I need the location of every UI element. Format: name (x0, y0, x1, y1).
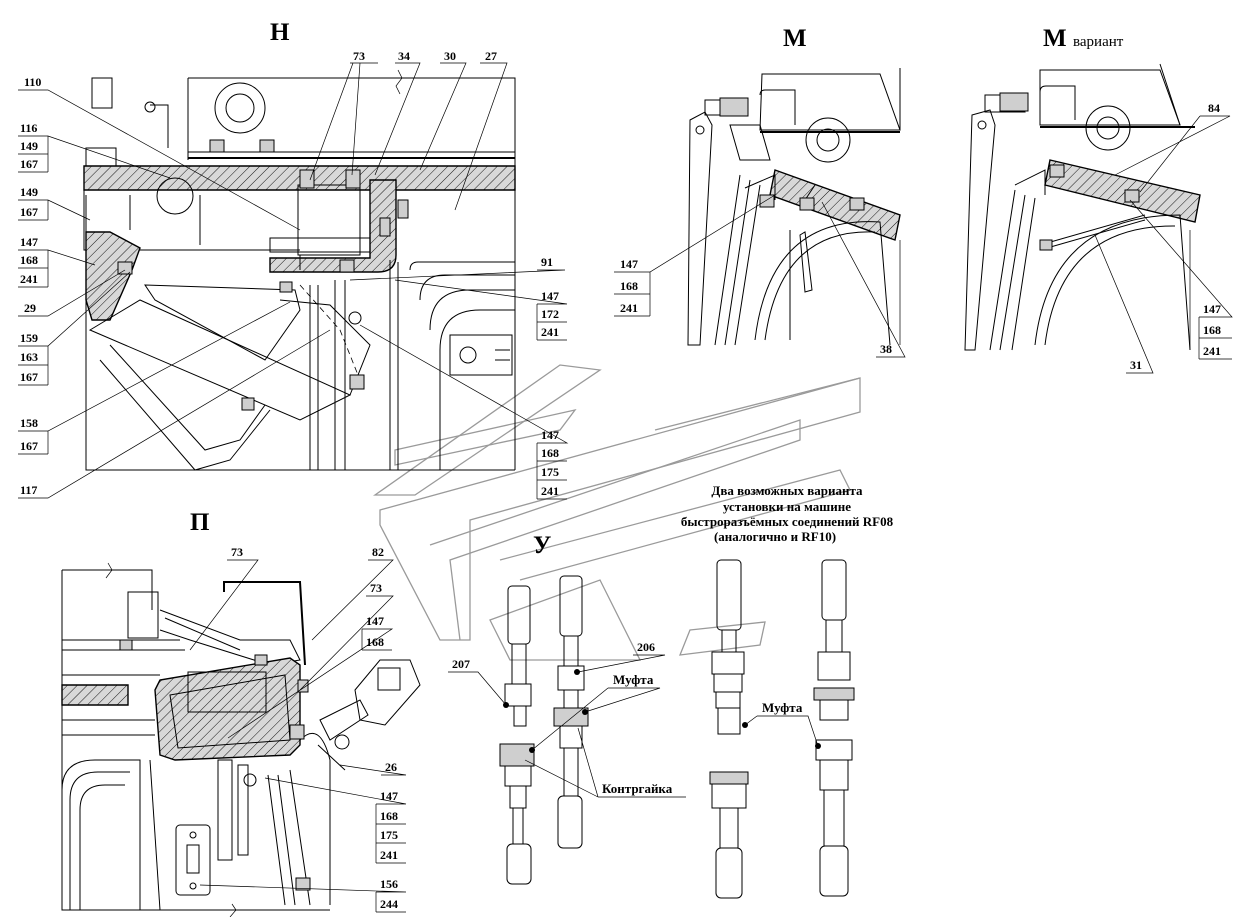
label-167b: 167 (20, 205, 38, 219)
label-p-73b: 73 (370, 581, 382, 595)
label-241b: 241 (541, 325, 559, 339)
view-p-title: П (190, 509, 209, 536)
label-167a: 167 (20, 157, 38, 171)
view-u-title: У (533, 532, 551, 559)
view-m-variant-callouts: 84 147 168 241 31 (1094, 101, 1233, 374)
label-p-73a: 73 (231, 545, 243, 559)
label-27: 27 (485, 49, 497, 63)
label-u-206: 206 (637, 640, 655, 654)
label-163: 163 (20, 350, 38, 364)
label-p-156: 156 (380, 877, 398, 891)
label-p-244: 244 (380, 897, 398, 911)
label-147b: 147 (541, 289, 559, 303)
label-m-241: 241 (620, 301, 638, 315)
label-110: 110 (24, 75, 41, 89)
view-p: П (61, 509, 421, 917)
view-m-title: М (783, 25, 807, 52)
label-u-mufta-2: Муфта (762, 700, 803, 715)
note-line-1: Два возможных варианта (711, 483, 863, 498)
label-mv-31: 31 (1130, 358, 1142, 372)
label-167c: 167 (20, 370, 38, 384)
label-168c: 168 (541, 446, 559, 460)
label-u-207: 207 (452, 657, 470, 671)
coupling-3 (709, 559, 749, 899)
view-m-callouts: 147 168 241 38 (614, 194, 906, 358)
view-m-variant-suffix: вариант (1073, 34, 1124, 50)
label-116: 116 (20, 121, 37, 135)
label-u-mufta-1: Муфта (613, 672, 654, 687)
label-mv-168: 168 (1203, 323, 1221, 337)
installation-note: Два возможных варианта установки на маши… (681, 483, 894, 544)
label-p-147a: 147 (366, 614, 384, 628)
view-m-variant-title: М (1043, 25, 1067, 52)
view-h-title: Н (270, 19, 290, 46)
coupling-4 (813, 559, 855, 897)
label-172: 172 (541, 307, 559, 321)
coupling-1 (499, 585, 535, 885)
label-147c: 147 (541, 428, 559, 442)
view-p-callouts: 73 82 73 147 168 26 147 168 175 241 156 … (189, 545, 407, 913)
label-91: 91 (541, 255, 553, 269)
label-241a: 241 (20, 272, 38, 286)
label-168a: 168 (20, 253, 38, 267)
label-mv-241: 241 (1203, 344, 1221, 358)
label-p-168b: 168 (380, 809, 398, 823)
label-34: 34 (398, 49, 410, 63)
label-p-175: 175 (380, 828, 398, 842)
label-p-168a: 168 (366, 635, 384, 649)
label-167d: 167 (20, 439, 38, 453)
view-m-variant: М вариант (964, 25, 1201, 351)
note-line-3: быстроразъёмных соединений RF08 (681, 514, 894, 529)
label-u-kontrgaika: Контргайка (602, 781, 673, 796)
view-u-callouts: 207 206 Муфта Контргайка Муфта (448, 640, 819, 798)
label-mv-147: 147 (1203, 302, 1221, 316)
view-u: У (499, 532, 855, 899)
label-159: 159 (20, 331, 38, 345)
label-p-82: 82 (372, 545, 384, 559)
label-158: 158 (20, 416, 38, 430)
label-29: 29 (24, 301, 36, 315)
label-p-26: 26 (385, 760, 397, 774)
label-mv-84: 84 (1208, 101, 1220, 115)
label-241c: 241 (541, 484, 559, 498)
label-149a: 149 (20, 139, 38, 153)
label-175: 175 (541, 465, 559, 479)
coupling-2 (553, 575, 589, 849)
label-147a: 147 (20, 235, 38, 249)
label-p-147b: 147 (380, 789, 398, 803)
note-line-2: установки на машине (723, 499, 851, 514)
label-p-241: 241 (380, 848, 398, 862)
view-h-callouts: 73 34 30 27 110 116 149 167 149 167 147 … (18, 49, 569, 500)
view-h: Н (83, 19, 516, 471)
note-line-4: (аналогично и RF10) (714, 529, 836, 544)
label-m-168: 168 (620, 279, 638, 293)
view-m: М (687, 25, 901, 346)
label-117: 117 (20, 483, 37, 497)
label-m-38: 38 (880, 342, 892, 356)
label-149b: 149 (20, 185, 38, 199)
label-m-147: 147 (620, 257, 638, 271)
label-73: 73 (353, 49, 365, 63)
label-30: 30 (444, 49, 456, 63)
